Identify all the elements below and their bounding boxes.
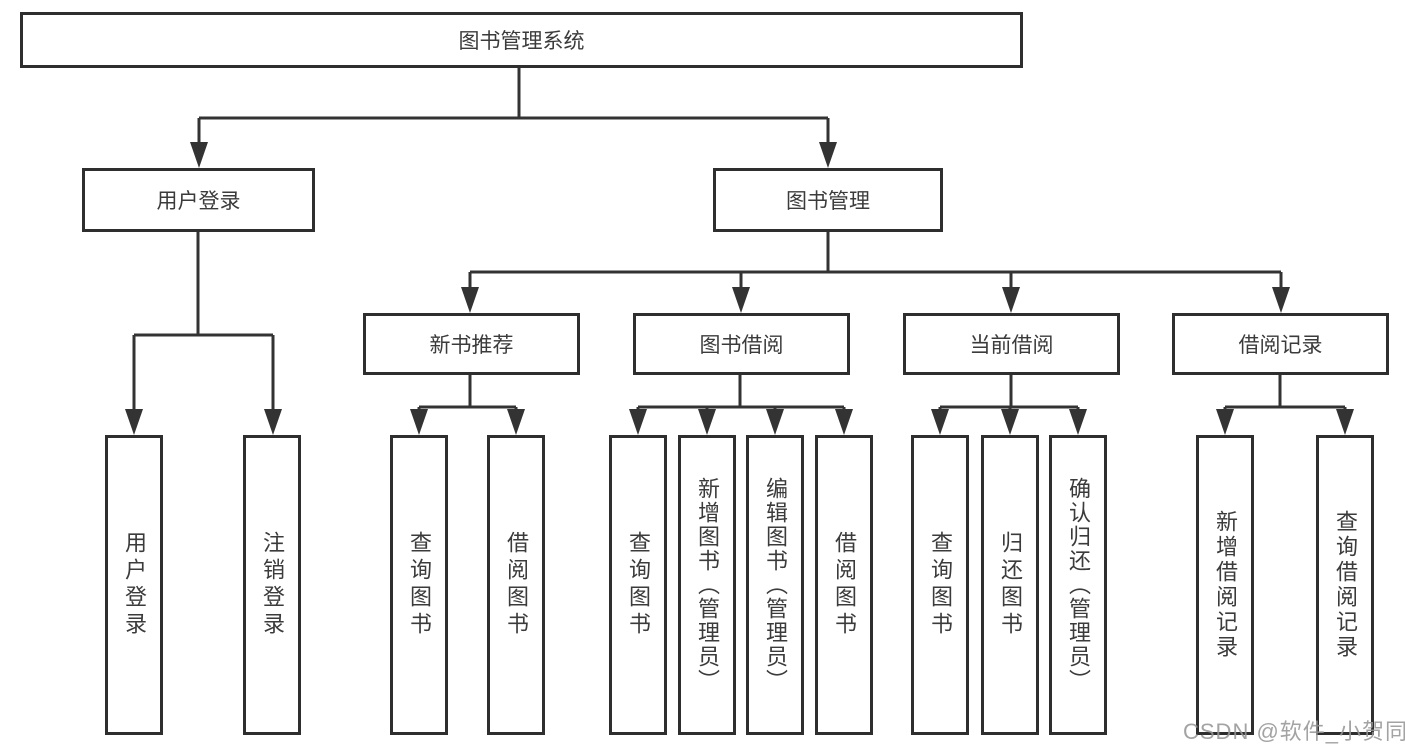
arrow-to-leaf-query-books-3 [931,409,949,435]
node-leaf-query-books-2: 查询图书 [609,435,667,735]
node-leaf-borrow-books-2: 借阅图书 [815,435,873,735]
node-new-book-recommend: 新书推荐 [363,313,580,375]
node-leaf-query-books-1: 查询图书 [390,435,448,735]
arrow-to-leaf-borrow-books-2 [835,409,853,435]
csdn-watermark: CSDN @软件_小贺同学 [1183,719,1405,744]
node-leaf-logout: 注销登录 [243,435,301,735]
arrow-to-user-login [190,142,208,168]
edges-new-book-recommend [417,375,518,415]
arrow-to-leaf-add-borrow-record [1216,409,1234,435]
arrowheads [125,142,1354,435]
node-root: 图书管理系统 [20,12,1023,68]
node-leaf-add-book-admin: 新增图书（管理员） [678,435,736,735]
node-borrow-records: 借阅记录 [1172,313,1389,375]
arrow-to-leaf-return-books [1001,409,1019,435]
node-leaf-add-borrow-record: 新增借阅记录 [1196,435,1254,735]
edges-root [197,67,830,146]
arrow-to-leaf-edit-book-admin [766,409,784,435]
node-leaf-user-login: 用户登录 [105,435,163,735]
node-current-borrow: 当前借阅 [903,313,1120,375]
arrow-to-borrow-records [1272,287,1290,313]
node-book-management: 图书管理 [713,168,943,232]
arrow-to-leaf-query-borrow-record [1336,409,1354,435]
node-leaf-return-books: 归还图书 [981,435,1039,735]
node-leaf-query-books-3: 查询图书 [911,435,969,735]
arrow-to-leaf-confirm-return-admin [1069,409,1087,435]
node-book-borrow: 图书借阅 [633,313,850,375]
node-leaf-confirm-return-admin: 确认归还（管理员） [1049,435,1107,735]
node-leaf-borrow-books-1: 借阅图书 [487,435,545,735]
arrow-to-leaf-query-books-1 [410,409,428,435]
arrow-to-leaf-user-login [125,409,143,435]
arrow-to-leaf-add-book-admin [698,409,716,435]
node-user-login: 用户登录 [82,168,315,232]
node-leaf-edit-book-admin: 编辑图书（管理员） [746,435,804,735]
arrow-to-leaf-borrow-books-1 [507,409,525,435]
node-leaf-query-borrow-record: 查询借阅记录 [1316,435,1374,735]
arrow-to-book-borrow [732,287,750,313]
edges-book-management [468,232,1283,291]
arrow-to-new-book-recommend [461,287,479,313]
edges-borrow-records [1223,375,1347,415]
edges-user-login [132,232,275,413]
edges-book-borrow [636,375,846,415]
arrow-to-book-management [819,142,837,168]
arrow-to-current-borrow [1002,287,1020,313]
arrow-to-leaf-logout [264,409,282,435]
arrow-to-leaf-query-books-2 [629,409,647,435]
